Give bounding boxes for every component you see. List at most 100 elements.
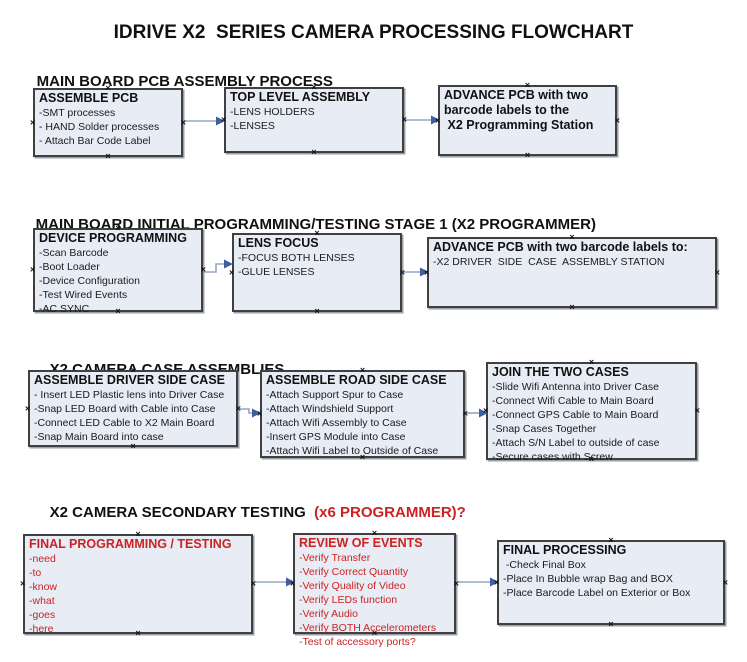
- flow-box-final-processing[interactable]: FINAL PROCESSING -Check Final Box-Place …: [494, 536, 728, 629]
- box-item: -Verify Audio: [299, 608, 358, 620]
- box-items: -LENS HOLDERS-LENSES: [230, 105, 400, 133]
- box-title: ASSEMBLE DRIVER SIDE CASE: [34, 373, 226, 387]
- flow-box-assemble-driver-side-case[interactable]: ASSEMBLE DRIVER SIDE CASE - Insert LED P…: [25, 366, 241, 451]
- box-item: -Device Configuration: [39, 275, 140, 287]
- box-items: -X2 DRIVER SIDE CASE ASSEMBLY STATION: [433, 255, 713, 269]
- box-title: FINAL PROGRAMMING / TESTING: [29, 537, 232, 551]
- box-item: -Scan Barcode: [39, 247, 109, 259]
- connection-point-icon: ×: [359, 365, 366, 375]
- connection-point-icon: ×: [257, 408, 263, 419]
- box-title: ADVANCE PCB with two barcode labels to t…: [444, 88, 594, 132]
- flow-box-assemble-road-side-case[interactable]: ASSEMBLE ROAD SIDE CASE -Attach Support …: [257, 366, 468, 462]
- box-item: -here: [29, 623, 54, 635]
- box-item: -know: [29, 581, 58, 593]
- box-item: -Connect LED Cable to X2 Main Board: [34, 417, 215, 429]
- box-items: -SMT processes- HAND Solder processes- A…: [39, 106, 179, 148]
- box-item: -Test of accessory ports?: [299, 636, 416, 648]
- box-items: -Scan Barcode-Boot Loader-Device Configu…: [39, 246, 199, 316]
- connection-point-icon: ×: [135, 529, 141, 539]
- connection-point-icon: ×: [722, 577, 728, 587]
- box-item: -need: [29, 553, 56, 565]
- box-item: -Connect GPS Cable to Main Board: [492, 409, 659, 421]
- box-items: -Slide Wifi Antenna into Driver Case -Con…: [492, 380, 693, 464]
- connection-point-icon: ×: [608, 619, 614, 629]
- connection-point-icon: ×: [30, 264, 36, 275]
- box-items: -Check Final Box-Place In Bubble wrap Ba…: [503, 558, 721, 600]
- connection-point-icon: ×: [694, 405, 700, 416]
- connection-point-icon: ×: [25, 403, 31, 413]
- box-title: FINAL PROCESSING: [503, 543, 627, 557]
- box-title: ADVANCE PCB with two barcode labels to:: [433, 240, 688, 254]
- connection-point-icon: ×: [229, 267, 235, 277]
- box-item: -Place In Bubble wrap Bag and BOX: [503, 573, 673, 585]
- box-item: -Attach Windshield Support: [266, 403, 394, 415]
- connection-point-icon: ×: [371, 528, 378, 538]
- box-item: -X2 DRIVER SIDE CASE ASSEMBLY STATION: [433, 256, 665, 268]
- box-item: -to: [29, 567, 42, 579]
- box-item: -FOCUS BOTH LENSES: [238, 252, 355, 264]
- flow-box-top-level-assembly[interactable]: TOP LEVEL ASSEMBLY -LENS HOLDERS-LENSES …: [221, 83, 407, 157]
- box-item: -Attach Wifi Label to Outside of Case: [266, 445, 439, 457]
- box-items: - Insert LED Plastic lens into Driver Ca…: [34, 388, 234, 444]
- box-items: -Attach Support Spur to Case-Attach Wind…: [266, 388, 461, 458]
- box-item: -AC SYNC: [39, 303, 90, 315]
- flow-box-review-of-events[interactable]: REVIEW OF EVENTS -Verify Transfer-Verify…: [290, 529, 459, 649]
- box-item: -what: [29, 595, 55, 607]
- connection-point-icon: ×: [401, 114, 407, 125]
- connection-point-icon: ×: [494, 577, 500, 587]
- connection-point-icon: ×: [250, 578, 256, 589]
- connection-point-icon: ×: [399, 267, 405, 277]
- flow-box-advance-pcb-programming-station[interactable]: ADVANCE PCB with two barcode labels to t…: [435, 81, 620, 160]
- box-item: -Attach Wifi Assembly to Case: [266, 417, 407, 429]
- connection-point-icon: ×: [314, 306, 320, 316]
- box-item: -Verify LEDs function: [299, 594, 398, 606]
- page-title: IDRIVE X2 SERIES CAMERA PROCESSING FLOWC…: [113, 22, 634, 43]
- box-item: -Snap Main Board into case: [34, 431, 164, 443]
- flow-box-lens-focus[interactable]: LENS FOCUS -FOCUS BOTH LENSES-GLUE LENSE…: [229, 229, 405, 316]
- connection-point-icon: ×: [462, 408, 468, 419]
- connection-point-icon: ×: [105, 83, 111, 93]
- connection-point-icon: ×: [221, 114, 227, 125]
- arrow-assemble-pcb-to-top-level[interactable]: [184, 116, 225, 126]
- connection-point-icon: ×: [235, 403, 241, 413]
- connection-point-icon: ×: [130, 441, 136, 451]
- flow-box-advance-pcb-driver-side-station[interactable]: ADVANCE PCB with two barcode labels to: …: [424, 233, 720, 312]
- arrow-review-to-final-processing[interactable]: [457, 577, 499, 587]
- section-header-secondary-testing: X2 CAMERA SECONDARY TESTING (x6 PROGRAMM…: [33, 487, 466, 538]
- connection-point-icon: ×: [588, 357, 595, 367]
- box-items: -need -to -know -what -goes -here: [29, 552, 249, 636]
- connection-point-icon: ×: [608, 535, 614, 545]
- connection-point-icon: ×: [714, 267, 720, 277]
- flow-box-assemble-pcb[interactable]: ASSEMBLE PCB -SMT processes- HAND Solder…: [30, 84, 186, 161]
- flow-box-device-programming[interactable]: DEVICE PROGRAMMING -Scan Barcode-Boot Lo…: [30, 224, 206, 316]
- connection-point-icon: ×: [524, 150, 531, 160]
- connection-point-icon: ×: [115, 306, 121, 316]
- flow-box-join-the-two-cases[interactable]: JOIN THE TWO CASES -Slide Wifi Antenna i…: [483, 358, 700, 464]
- box-item: -Snap Cases Together: [492, 423, 597, 435]
- connection-point-icon: ×: [569, 302, 575, 312]
- connection-point-icon: ×: [290, 578, 296, 588]
- box-item: -goes: [29, 609, 56, 621]
- arrow-final-programming-to-review[interactable]: [254, 577, 295, 587]
- box-item: - Insert LED Plastic lens into Driver Ca…: [34, 389, 225, 401]
- connection-point-icon: ×: [435, 115, 441, 125]
- connection-point-icon: ×: [569, 232, 575, 242]
- connection-point-icon: ×: [614, 115, 620, 125]
- connection-point-icon: ×: [359, 452, 366, 462]
- box-items: -FOCUS BOTH LENSES-GLUE LENSES: [238, 251, 398, 279]
- connection-point-icon: ×: [105, 151, 111, 161]
- box-item: -Attach S/N Label to outside of case: [492, 437, 660, 449]
- box-item: -Insert GPS Module into Case: [266, 431, 406, 443]
- box-item: -Slide Wifi Antenna into Driver Case: [492, 381, 659, 393]
- box-item: -Connect Wifi Cable to Main Board: [492, 395, 654, 407]
- box-item: -Verify Transfer: [299, 552, 371, 564]
- section-header-pcb-assembly: MAIN BOARD PCB ASSEMBLY PROCESS: [20, 56, 333, 107]
- connection-point-icon: ×: [180, 117, 186, 127]
- connection-point-icon: ×: [453, 578, 459, 588]
- flow-box-final-programming-testing[interactable]: FINAL PROGRAMMING / TESTING -need -to -kno…: [20, 530, 256, 638]
- connection-point-icon: ×: [483, 405, 489, 416]
- section-header-red-text: (x6 PROGRAMMER)?: [314, 504, 466, 521]
- box-title: ASSEMBLE PCB: [39, 91, 139, 105]
- connection-point-icon: ×: [115, 223, 121, 233]
